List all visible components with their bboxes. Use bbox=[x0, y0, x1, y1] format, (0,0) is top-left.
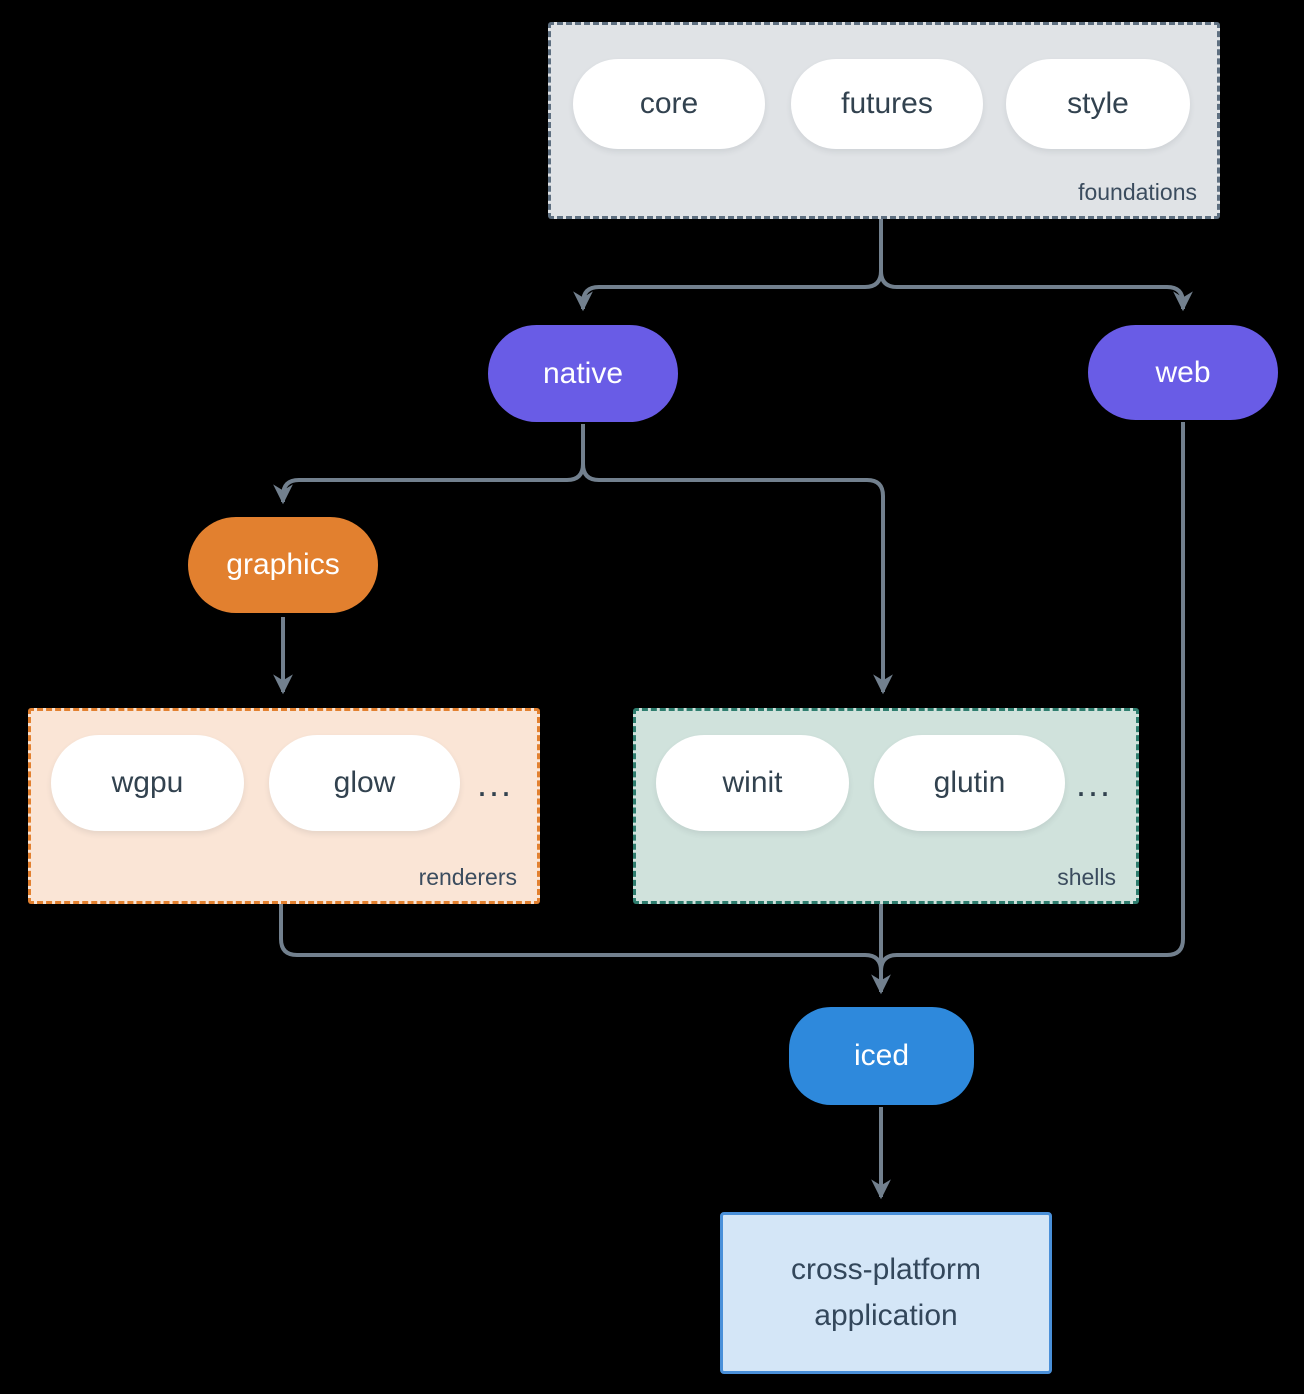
node-style-label: style bbox=[1067, 87, 1129, 120]
node-wgpu-label: wgpu bbox=[111, 766, 184, 799]
node-graphics-label: graphics bbox=[226, 548, 340, 581]
node-wgpu: wgpu bbox=[51, 735, 244, 831]
node-glutin-label: glutin bbox=[933, 766, 1006, 799]
node-futures: futures bbox=[791, 59, 983, 149]
node-application-line1: cross-platform bbox=[790, 1252, 982, 1286]
group-foundations: core futures style foundations bbox=[548, 22, 1220, 219]
node-glow-label: glow bbox=[333, 766, 396, 799]
shells-ellipsis: ... bbox=[1075, 763, 1112, 804]
edge-foundations-native bbox=[573, 216, 883, 312]
node-iced: iced bbox=[789, 1007, 974, 1105]
node-futures-label: futures bbox=[841, 87, 933, 120]
renderers-ellipsis: ... bbox=[476, 763, 513, 804]
group-shells: winit glutin ... shells bbox=[633, 708, 1139, 904]
node-application-line2: application bbox=[814, 1299, 958, 1332]
node-glutin: glutin bbox=[874, 735, 1065, 831]
node-winit-label: winit bbox=[722, 766, 783, 799]
node-core: core bbox=[573, 59, 765, 149]
edge-native-shells bbox=[581, 463, 893, 695]
node-native-label: native bbox=[542, 356, 624, 390]
node-iced-label: iced bbox=[853, 1039, 910, 1072]
node-glow: glow bbox=[269, 735, 460, 831]
node-core-label: core bbox=[639, 87, 699, 120]
node-native: native bbox=[488, 325, 678, 422]
node-graphics: graphics bbox=[188, 517, 378, 613]
group-foundations-label: foundations bbox=[1078, 179, 1197, 205]
edge-foundations-web bbox=[879, 270, 1193, 312]
group-renderers-label: renderers bbox=[418, 864, 517, 890]
node-style: style bbox=[1006, 59, 1190, 149]
edge-native-graphics bbox=[273, 424, 585, 505]
node-application: cross-platform application bbox=[720, 1212, 1052, 1374]
group-renderers: wgpu glow ... renderers bbox=[28, 708, 540, 904]
node-winit: winit bbox=[656, 735, 849, 831]
node-web-label: web bbox=[1155, 355, 1211, 389]
edge-renderers-iced bbox=[279, 902, 883, 972]
node-web: web bbox=[1088, 325, 1278, 420]
group-shells-label: shells bbox=[1057, 864, 1116, 890]
